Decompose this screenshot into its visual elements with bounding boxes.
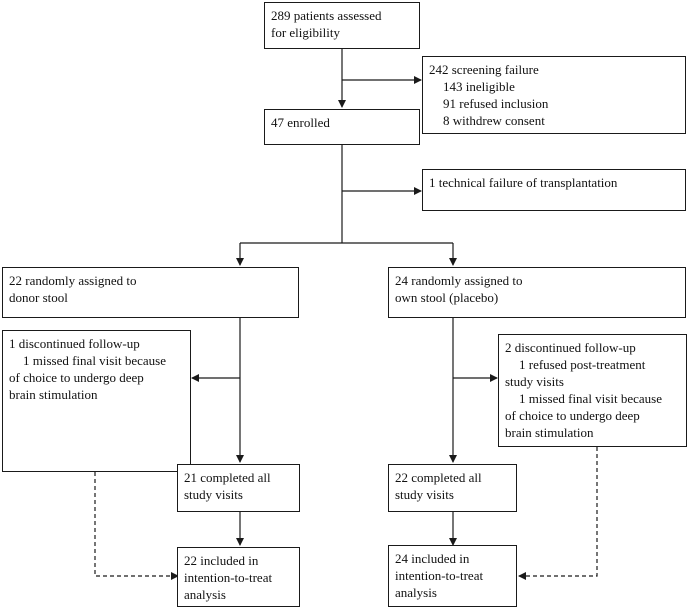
connector-donor-discontinued-to-itt [94,472,179,580]
placebo-discontinued-line-3: 1 missed final visit because [519,391,662,406]
donor-itt-box: 22 included in intention-to-treat analys… [177,547,300,607]
placebo-assigned-line-1: 24 randomly assigned to [395,273,523,288]
connector-placebo-discontinued-to-itt [518,447,598,580]
placebo-discontinued-title: 2 discontinued follow-up [505,340,636,355]
donor-assigned-line-1: 22 randomly assigned to [9,273,137,288]
donor-completed-box: 21 completed all study visits [177,464,300,512]
screening-failure-title: 242 screening failure [429,62,539,77]
placebo-itt-line-1: 24 included in [395,551,470,566]
screening-failure-ineligible: 143 ineligible [443,79,515,94]
donor-itt-line-2: intention-to-treat [184,570,273,585]
placebo-itt-line-2: intention-to-treat [395,568,484,583]
placebo-discontinued-line-4: of choice to undergo deep [505,408,640,423]
donor-discontinued-line-2: of choice to undergo deep [9,370,144,385]
donor-discontinued-line-3: brain stimulation [9,387,98,402]
placebo-discontinued-line-5: brain stimulation [505,425,594,440]
screening-failure-box: 242 screening failure 143 ineligible 91 … [422,56,686,134]
donor-itt-line-1: 22 included in [184,553,259,568]
placebo-completed-line-2: study visits [395,487,454,502]
enrolled-box: 47 enrolled [264,109,420,145]
donor-itt-line-3: analysis [184,587,226,602]
technical-failure-label: 1 technical failure of transplantation [429,175,618,190]
placebo-itt-line-3: analysis [395,585,437,600]
placebo-discontinued-line-1: 1 refused post-treatment [519,357,646,372]
placebo-completed-box: 22 completed all study visits [388,464,517,512]
donor-completed-line-1: 21 completed all [184,470,271,485]
technical-failure-box: 1 technical failure of transplantation [422,169,686,211]
assessed-line-2: for eligibility [271,25,340,40]
donor-assigned-box: 22 randomly assigned to donor stool [2,267,299,318]
donor-discontinued-title: 1 discontinued follow-up [9,336,140,351]
placebo-itt-box: 24 included in intention-to-treat analys… [388,545,517,607]
placebo-completed-line-1: 22 completed all [395,470,482,485]
assessed-line-1: 289 patients assessed [271,8,382,23]
placebo-assigned-line-2: own stool (placebo) [395,290,499,305]
donor-completed-line-2: study visits [184,487,243,502]
placebo-assigned-box: 24 randomly assigned to own stool (place… [388,267,686,318]
donor-discontinued-box: 1 discontinued follow-up 1 missed final … [2,330,191,472]
donor-assigned-line-2: donor stool [9,290,68,305]
screening-failure-withdrew: 8 withdrew consent [443,113,545,128]
screening-failure-refused: 91 refused inclusion [443,96,549,111]
assessed-box: 289 patients assessed for eligibility [264,2,420,49]
enrolled-label: 47 enrolled [271,115,330,130]
donor-discontinued-line-1: 1 missed final visit because [23,353,166,368]
placebo-discontinued-line-2: study visits [505,374,564,389]
placebo-discontinued-box: 2 discontinued follow-up 1 refused post-… [498,334,687,447]
